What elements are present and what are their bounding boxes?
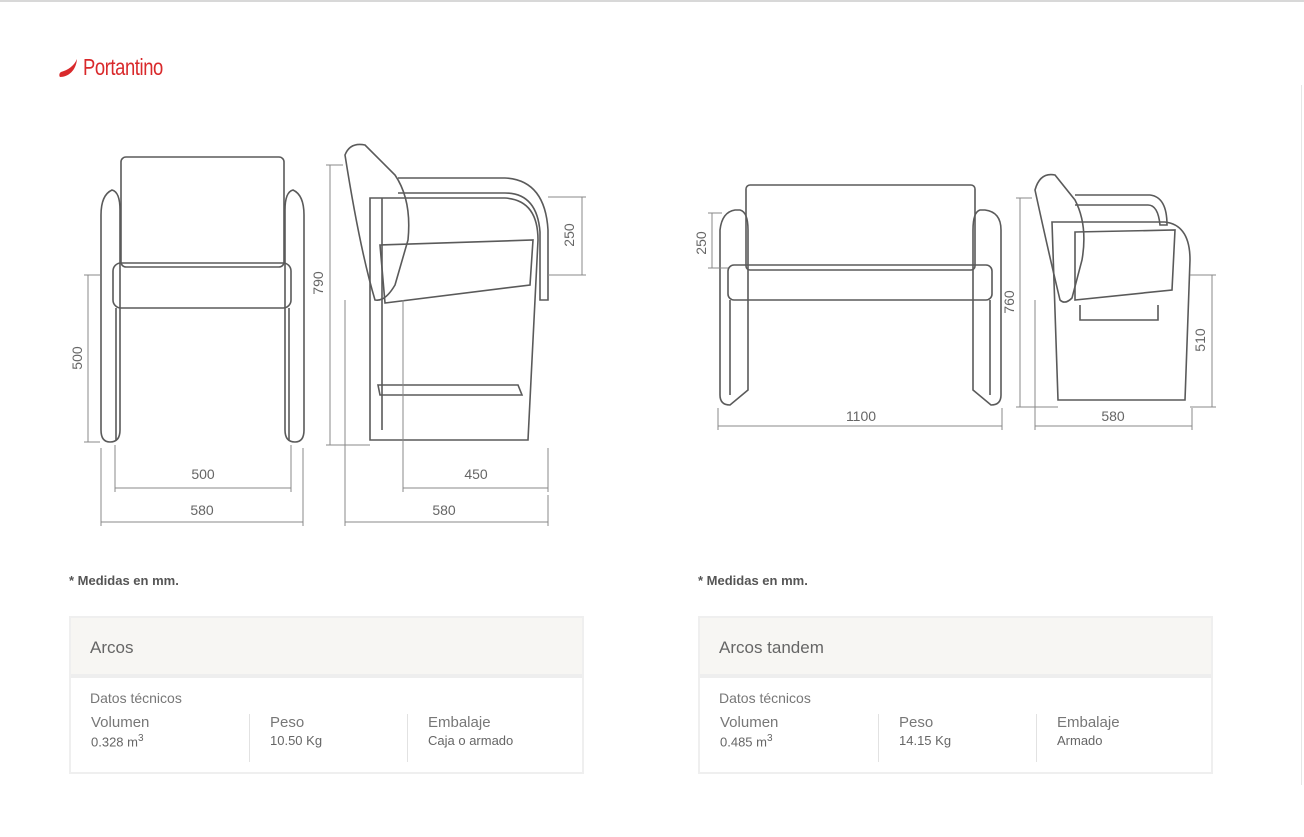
arcos-front-view — [100, 156, 305, 443]
spec-label: Peso — [270, 714, 305, 731]
brand-logo[interactable]: Portantino — [58, 54, 183, 81]
spec-weight: Peso 14.15 Kg — [878, 714, 1036, 762]
spec-value: 0.328 m3 — [91, 733, 249, 749]
volume-value: 0.328 m — [91, 734, 138, 750]
measure-note: * Medidas en mm. — [69, 573, 179, 588]
arcos-side-view — [344, 143, 549, 441]
section-title: Datos técnicos — [719, 690, 811, 706]
spec-label: Embalaje — [1057, 714, 1120, 731]
right-border — [1301, 85, 1302, 785]
dim-seat-height: 500 — [69, 346, 85, 370]
tandem-front-view — [719, 184, 1002, 406]
dim-tandem-total-height: 760 — [1001, 290, 1017, 314]
dim-seat-width: 500 — [191, 466, 215, 482]
spec-value: Armado — [1057, 733, 1103, 748]
spec-value: 0.485 m3 — [720, 733, 878, 749]
spec-volume: Volumen 0.328 m3 — [91, 714, 249, 762]
spec-value: 10.50 Kg — [270, 733, 323, 748]
arcos-front-dimensions — [84, 274, 304, 526]
tandem-front-dimensions — [708, 212, 1003, 430]
dim-tandem-seat-height: 510 — [1192, 328, 1208, 352]
section-title: Datos técnicos — [90, 690, 182, 706]
measure-note: * Medidas en mm. — [698, 573, 808, 588]
dim-seat-depth: 450 — [464, 466, 488, 482]
dim-total-width: 580 — [190, 502, 214, 518]
dim-tandem-total-width: 1100 — [846, 408, 876, 424]
spec-card-arcos-tandem: Arcos tandem Datos técnicos Volumen 0.485… — [698, 616, 1213, 774]
dim-tandem-arm-height: 250 — [693, 231, 709, 255]
dim-arm-height: 250 — [561, 223, 577, 247]
brand-name: Portantino — [83, 54, 163, 80]
spec-value: Caja o armado — [428, 733, 514, 748]
spec-label: Volumen — [91, 714, 150, 731]
spec-weight: Peso 10.50 Kg — [249, 714, 407, 762]
spec-label: Volumen — [720, 714, 779, 731]
spec-label: Peso — [899, 714, 934, 731]
top-border — [0, 0, 1304, 2]
volume-exponent: 3 — [137, 733, 144, 744]
spec-value: 14.15 Kg — [899, 733, 952, 748]
tandem-side-dimensions — [1016, 197, 1216, 430]
spec-label: Embalaje — [428, 714, 491, 731]
dim-tandem-total-depth: 580 — [1101, 408, 1125, 424]
spec-volume: Volumen 0.485 m3 — [720, 714, 878, 762]
spec-card-arcos: Arcos Datos técnicos Volumen 0.328 m3 Pes… — [69, 616, 584, 774]
product-name: Arcos tandem — [700, 618, 1211, 678]
tandem-side-view — [1034, 173, 1191, 401]
logo-flame-icon — [59, 58, 77, 77]
product-name: Arcos — [71, 618, 582, 678]
dim-total-depth: 580 — [432, 502, 456, 518]
volume-value: 0.485 m — [720, 734, 767, 750]
dim-total-height: 790 — [310, 271, 326, 295]
volume-exponent: 3 — [766, 733, 773, 744]
arcos-side-dimensions — [326, 164, 586, 526]
